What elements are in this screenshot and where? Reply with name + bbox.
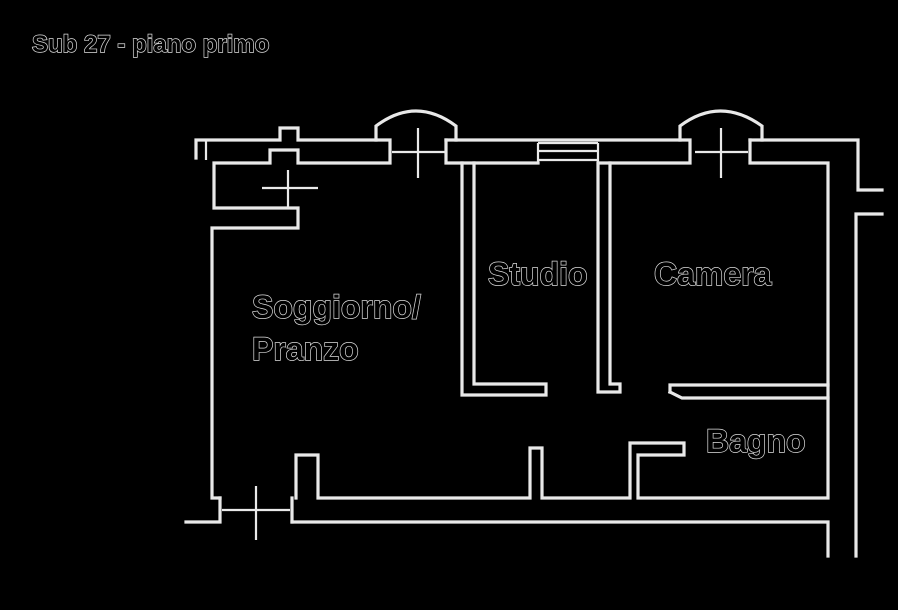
room-label-studio: Studio: [488, 256, 588, 292]
entrance-door: [222, 486, 290, 540]
room-label-camera: Camera: [654, 256, 772, 292]
balcony-windows: [262, 109, 764, 208]
room-label-soggiorno: Soggiorno/: [252, 289, 421, 325]
studio-walls: [460, 161, 622, 397]
outer-walls: [184, 126, 884, 558]
room-label-bagno: Bagno: [706, 423, 806, 459]
plan-title: Sub 27 - piano primo: [32, 31, 269, 58]
camera-bagno-walls: [294, 383, 830, 500]
room-label-pranzo: Pranzo: [252, 331, 359, 367]
